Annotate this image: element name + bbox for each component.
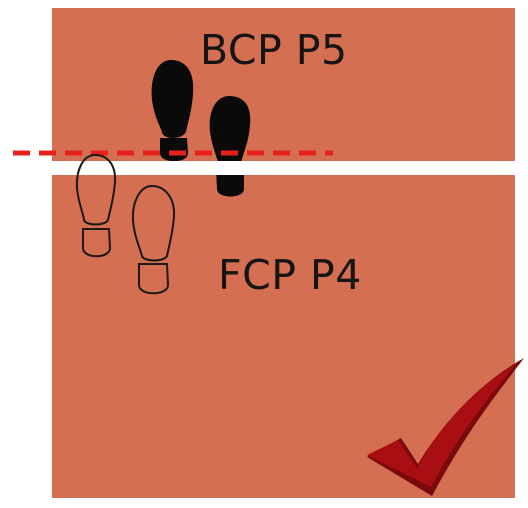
right-outline-footprint [131,184,176,295]
upper-zone-panel [52,8,515,161]
left-filled-footprint [151,60,194,162]
footprints-outline-icon [75,153,176,295]
left-outline-footprint [75,153,117,258]
footprints-filled-icon [151,60,251,197]
checkmark-icon [367,358,524,496]
right-filled-footprint [209,96,251,197]
lower-zone-label: FCP P4 [218,251,362,299]
upper-zone-label: BCP P5 [200,26,348,74]
zone-divider [52,161,515,175]
